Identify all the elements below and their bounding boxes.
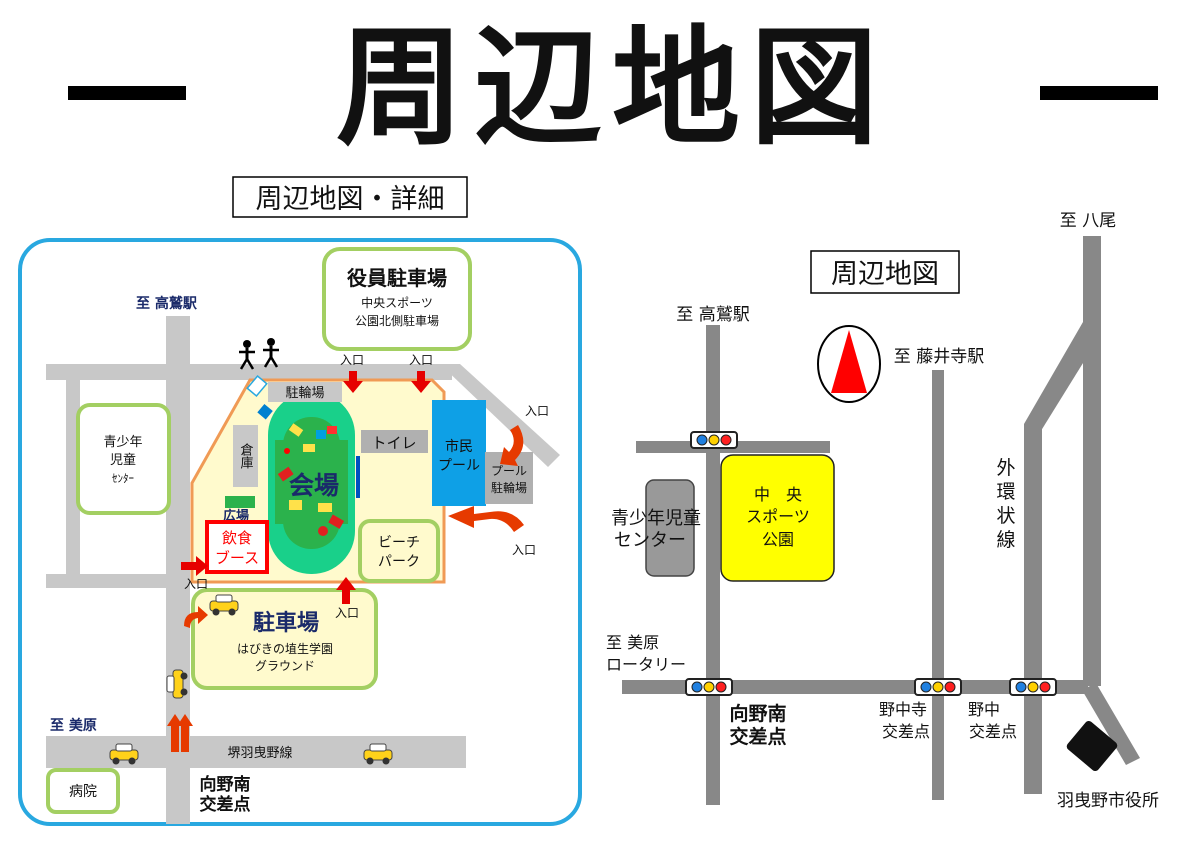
central-park-l1: 中 央 (754, 485, 802, 504)
central-park-box (720, 454, 835, 582)
detail-heading-box (232, 176, 468, 218)
blue-marker (257, 403, 273, 420)
central-park-l2: スポーツ (746, 507, 810, 526)
pool-parking-l1: プール (491, 464, 527, 478)
outer-ring-char-0: 外 (996, 457, 1015, 479)
hospital-box (46, 768, 120, 814)
mukaino-l2: 交差点 (729, 725, 786, 748)
title-dash-right (1040, 86, 1158, 100)
officer-parking-box (322, 247, 472, 351)
warehouse-box (233, 425, 258, 487)
entrance-arrow-icon (184, 606, 208, 628)
officer-parking-title: 役員駐車場 (347, 266, 447, 290)
traffic-light-icon (685, 678, 733, 696)
youth-center-overview-l1: 青少年児童 (611, 508, 701, 529)
road-label: 堺羽曳野線 (227, 745, 292, 761)
toilet-label: トイレ (371, 434, 416, 452)
entrance-label: 入口 (335, 606, 359, 620)
pool-parking-l2: 駐輪場 (491, 480, 527, 495)
food-booth-l1: 飲食 (222, 529, 252, 547)
entrance-arrow-icon (448, 506, 524, 532)
food-booth-l2: ブース (215, 549, 259, 567)
outer-ring-char-3: 線 (996, 529, 1015, 551)
overview-heading-box (810, 250, 960, 294)
beach-park-l2: パーク (378, 554, 420, 570)
title-dash-left (68, 86, 186, 100)
traffic-light-icon (690, 431, 738, 449)
entrance-arrow-icon (336, 577, 356, 604)
youth-center-l1: 青少年 (103, 435, 142, 450)
blue-strip (356, 456, 360, 498)
toilet-box (361, 430, 428, 453)
parking-sub2: グラウンド (255, 659, 315, 673)
nonaka-l2: 交差点 (969, 722, 1017, 741)
bicycle-parking-icon (246, 374, 268, 398)
youth-center-overview-box (645, 479, 695, 577)
detail-heading: 周辺地図・詳細 (256, 184, 445, 215)
to-takawashi-label: 至 高鷲駅 (136, 295, 198, 312)
youth-center-l2: 児童 (110, 452, 136, 468)
entrance-arrow-icon (167, 714, 193, 752)
nonakadera-l1: 野中寺 (879, 700, 927, 719)
entrance-label: 入口 (409, 353, 433, 367)
officer-parking-sub1: 中央スポーツ (361, 295, 433, 310)
youth-center-overview-l2: センター (614, 530, 686, 551)
city-pool-l2: プール (438, 458, 480, 474)
parking-box (191, 588, 378, 690)
officer-parking-sub2: 公園北側駐車場 (355, 313, 439, 328)
entrance-label: 入口 (525, 404, 549, 418)
mukaino-l1: 向野南 (729, 702, 786, 725)
beach-park-l1: ビーチ (378, 535, 420, 551)
entrance-label: 入口 (184, 577, 208, 591)
venue-decorations (277, 423, 345, 536)
beach-park-box (358, 519, 440, 583)
page-title: 周辺地図 (336, 14, 888, 163)
to-takawashi-overview-label: 至 高鷲駅 (676, 305, 749, 325)
intersection-l1: 向野南 (200, 774, 251, 795)
to-mihara-overview-l2: ロータリー (606, 655, 686, 674)
nonakadera-l2: 交差点 (882, 722, 930, 741)
city-pool-box (432, 400, 486, 506)
nonaka-l1: 野中 (968, 700, 1000, 719)
outer-ring-char-1: 環 (996, 481, 1015, 503)
to-yao-label: 至 八尾 (1060, 211, 1116, 231)
city-pool-l1: 市民 (445, 438, 473, 455)
hospital-label: 病院 (69, 784, 97, 800)
to-mihara-overview-l1: 至 美原 (606, 633, 659, 652)
city-hall-icon (1066, 720, 1118, 772)
to-fujiidera-label: 至 藤井寺駅 (894, 347, 984, 367)
entrance-label: 入口 (340, 353, 364, 367)
entrance-arrow-icon (181, 556, 208, 576)
city-hall-label: 羽曳野市役所 (1057, 791, 1159, 811)
entrance-arrow-icon (500, 425, 524, 466)
food-booth-box[interactable] (205, 520, 269, 574)
parking-title: 駐車場 (253, 610, 319, 636)
traffic-light-icon (914, 678, 962, 696)
central-park-l3: 公園 (762, 530, 794, 549)
traffic-light-icon (1009, 678, 1057, 696)
plaza-field (225, 496, 255, 508)
overview-heading: 周辺地図 (831, 259, 939, 290)
youth-center-box (76, 403, 171, 515)
intersection-l2: 交差点 (200, 794, 251, 815)
parking-sub1: はびきの埴生学園 (237, 641, 333, 656)
to-mihara-label: 至 美原 (50, 717, 97, 734)
venue-label: 会場 (289, 471, 339, 500)
venue-field-fill (275, 440, 348, 524)
outer-ring-char-2: 状 (996, 505, 1015, 527)
compass-north-icon (817, 325, 881, 403)
entrance-label: 入口 (512, 543, 536, 557)
bicycle-parking-box (268, 382, 342, 402)
bicycle-parking-label: 駐輪場 (285, 385, 324, 401)
youth-center-l3: ｾﾝﾀｰ (112, 472, 134, 485)
warehouse-label: 倉庫 (238, 443, 254, 469)
